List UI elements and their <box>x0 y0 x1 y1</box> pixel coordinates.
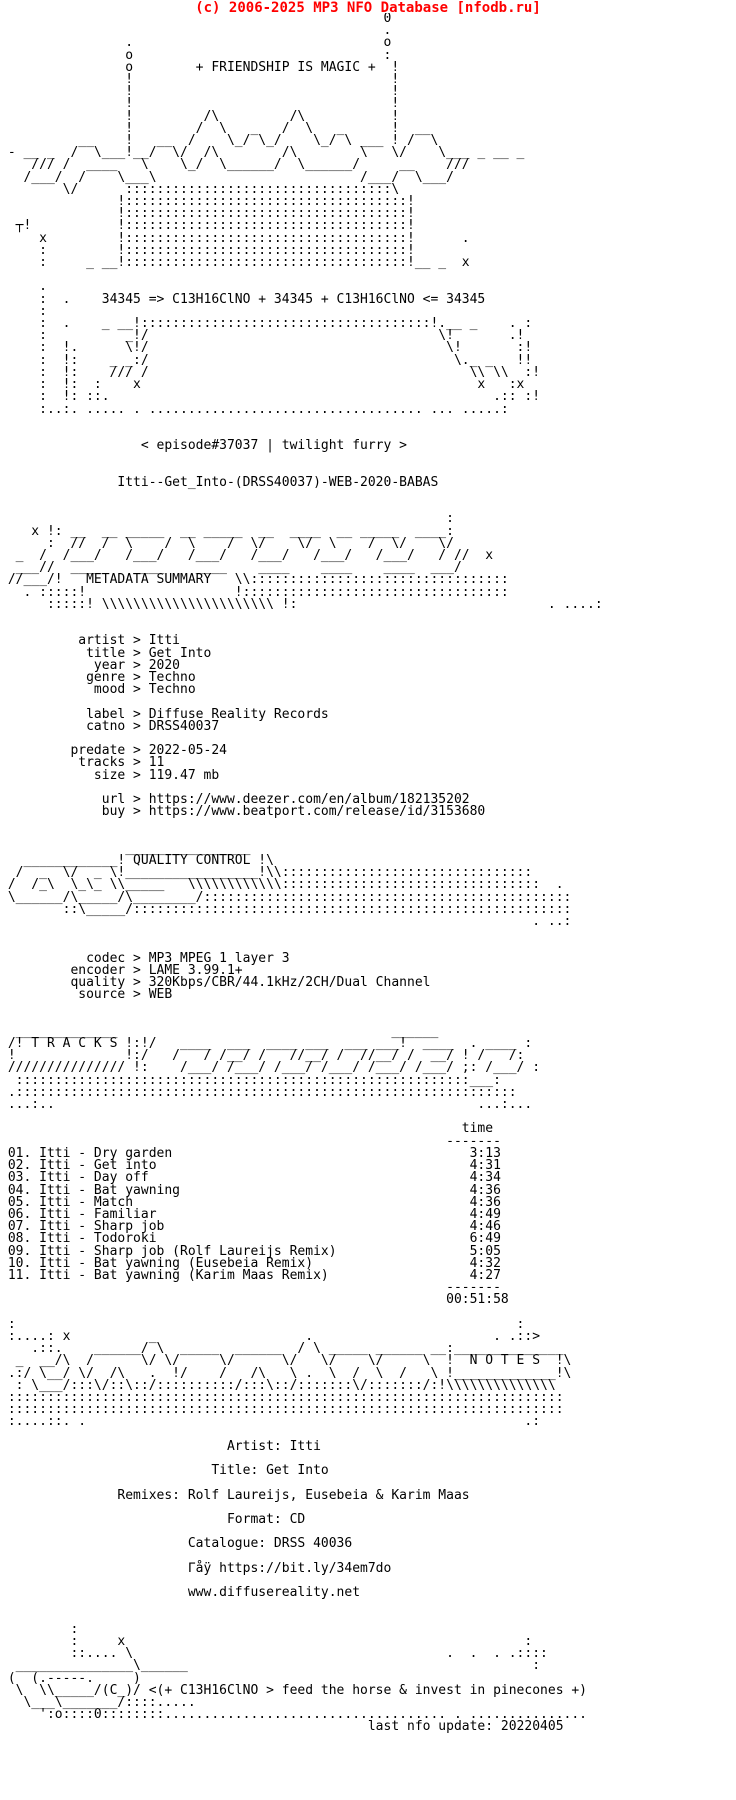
page-title: (c) 2006-2025 MP3 NFO Database [nfodb.ru… <box>195 0 541 16</box>
nfo-text-block: 0 . . o o : o + FRIENDSHIP IS MAGI <box>7 13 603 1734</box>
